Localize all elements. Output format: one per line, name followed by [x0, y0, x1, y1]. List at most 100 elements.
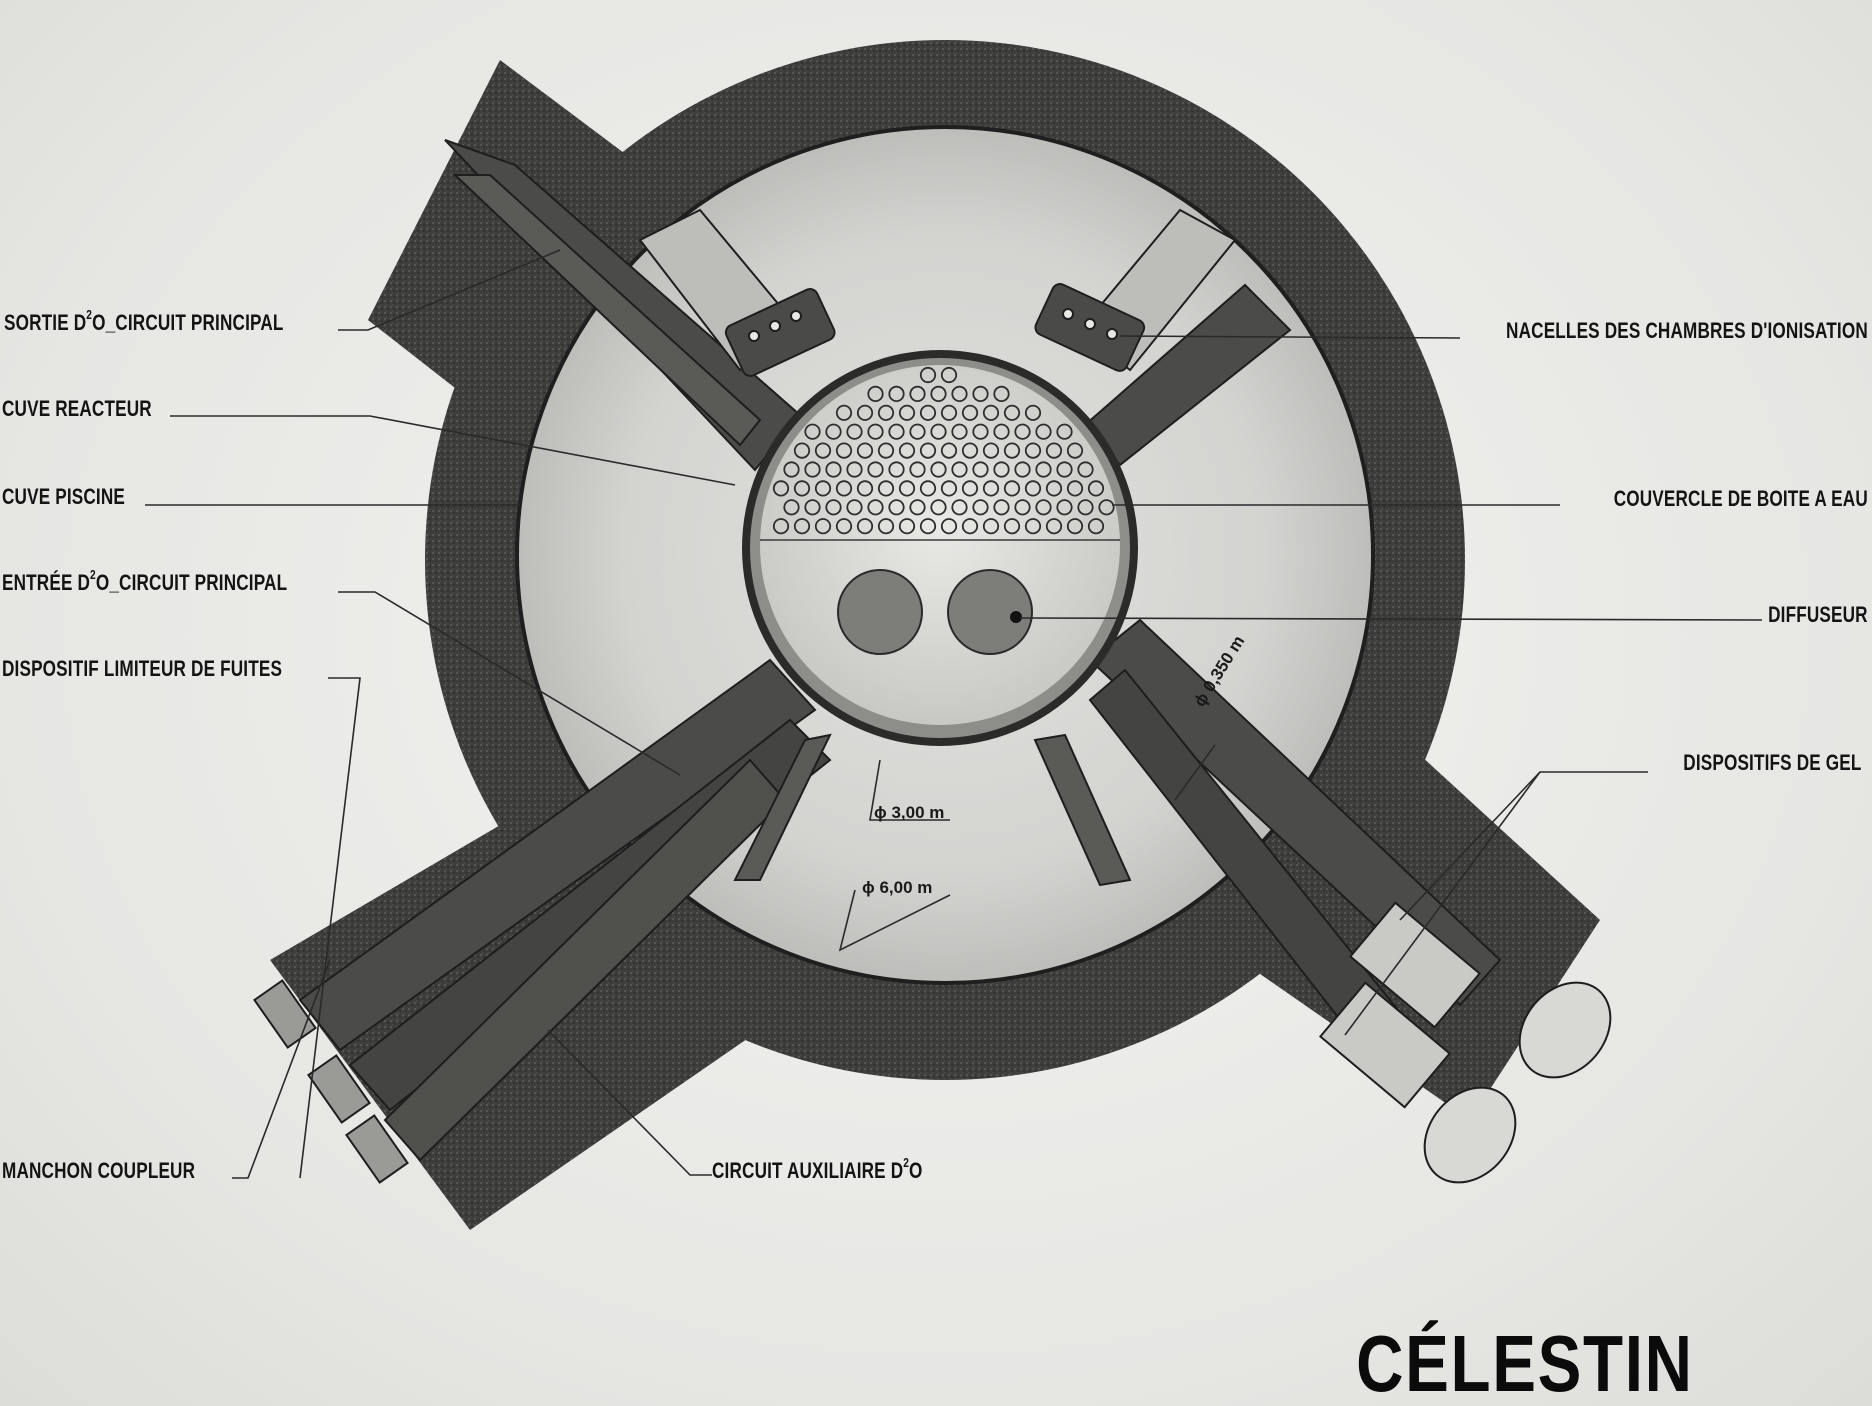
fuel-tube [1014, 461, 1031, 478]
fuel-tube [825, 423, 842, 440]
fuel-tube [835, 518, 853, 535]
fuel-tube [1003, 442, 1021, 459]
fuel-tube [919, 366, 937, 384]
fuel-tube [982, 442, 1000, 459]
fuel-tube [1035, 423, 1052, 440]
leader-lines [145, 249, 1763, 1179]
fuel-tube [1003, 404, 1021, 421]
fuel-tube [930, 423, 947, 440]
fuel-tube [793, 480, 811, 497]
fuel-tube [919, 442, 937, 459]
fuel-tube [940, 442, 958, 459]
fuel-tube [972, 461, 989, 478]
fuel-tube [804, 499, 821, 516]
fuel-tube [1035, 499, 1052, 516]
fuel-tube [1056, 499, 1073, 516]
label-circuit-auxiliaire: CIRCUIT AUXILIAIRE D2O [712, 1155, 923, 1183]
fuel-tube [835, 480, 853, 497]
fuel-tube [1035, 461, 1052, 478]
fuel-tube [846, 499, 863, 516]
fuel-tube [1098, 499, 1115, 516]
fuel-tube [930, 461, 947, 478]
freeze-devices [1318, 901, 1612, 1184]
fuel-tube [1003, 480, 1021, 497]
fuel-tube [993, 385, 1010, 402]
fuel-tube [793, 442, 811, 459]
fuel-tube [835, 442, 853, 459]
fuel-tube [793, 518, 811, 535]
fuel-tube [783, 499, 800, 516]
fuel-tube [856, 404, 874, 421]
fuel-tube [1003, 518, 1021, 535]
fuel-tube [804, 461, 821, 478]
fuel-tube [814, 480, 832, 497]
fuel-tube [783, 461, 800, 478]
label-manchon-coupleur: MANCHON COUPLEUR [2, 1158, 196, 1183]
label-cuve-reacteur: CUVE REACTEUR [2, 396, 152, 421]
fuel-tube [951, 423, 968, 440]
fuel-tube [856, 518, 874, 535]
fuel-tube [982, 518, 1000, 535]
fuel-tube [951, 499, 968, 516]
fuel-tube [961, 518, 979, 535]
fuel-tube [1077, 461, 1094, 478]
fuel-tube [940, 366, 958, 384]
fuel-tube [993, 423, 1010, 440]
fuel-tube [909, 461, 926, 478]
fuel-tube [867, 423, 884, 440]
fuel-tube [856, 442, 874, 459]
fuel-tube [1066, 518, 1084, 535]
fuel-tube [898, 480, 916, 497]
fuel-tube [846, 423, 863, 440]
fuel-tube [888, 385, 905, 402]
fuel-tube [1045, 442, 1063, 459]
fuel-tube [1024, 480, 1042, 497]
fuel-tube [877, 442, 895, 459]
fuel-tube [1056, 461, 1073, 478]
dimension-3m: ϕ 3,00 m [874, 803, 945, 822]
dimension-marks [838, 744, 1216, 952]
fuel-tube [898, 442, 916, 459]
fuel-tube [888, 423, 905, 440]
fuel-tube [930, 499, 947, 516]
diagram-title: CÉLESTIN [1356, 1319, 1694, 1406]
fuel-tube [898, 518, 916, 535]
fuel-tube [804, 423, 821, 440]
fuel-tube [772, 480, 790, 497]
fuel-tube [1056, 423, 1073, 440]
fuel-tube [1014, 499, 1031, 516]
fuel-tube [1066, 480, 1084, 497]
fuel-tube [951, 385, 968, 402]
fuel-tube [940, 480, 958, 497]
fuel-tube [919, 518, 937, 535]
dimension-6m: ϕ 6,00 m [862, 878, 933, 897]
fuel-tube [961, 480, 979, 497]
fuel-tube [1066, 442, 1084, 459]
fuel-tube [1077, 499, 1094, 516]
fuel-tube [909, 385, 926, 402]
fuel-tube [1087, 518, 1105, 535]
fuel-tube [972, 499, 989, 516]
fuel-tube [909, 499, 926, 516]
fuel-tube [993, 499, 1010, 516]
fuel-tube [877, 404, 895, 421]
diffuser-right [947, 569, 1033, 655]
fuel-tube [972, 385, 989, 402]
fuel-tube [1087, 480, 1105, 497]
coupler-sleeves [253, 979, 409, 1184]
fuel-tube [1024, 404, 1042, 421]
label-dispositifs-gel: DISPOSITIFS DE GEL [1683, 750, 1862, 775]
fuel-tube [846, 461, 863, 478]
fuel-tube [930, 385, 947, 402]
diffuser-left [837, 569, 923, 655]
label-entree-d2o: ENTRÉE D2O_CIRCUIT PRINCIPAL [2, 567, 288, 595]
fuel-tube [961, 404, 979, 421]
fuel-tube [888, 461, 905, 478]
fuel-tube [919, 480, 937, 497]
fuel-tube [972, 423, 989, 440]
label-nacelles: NACELLES DES CHAMBRES D'IONISATION [1506, 318, 1868, 343]
fuel-tube [1024, 518, 1042, 535]
fuel-tube [835, 404, 853, 421]
